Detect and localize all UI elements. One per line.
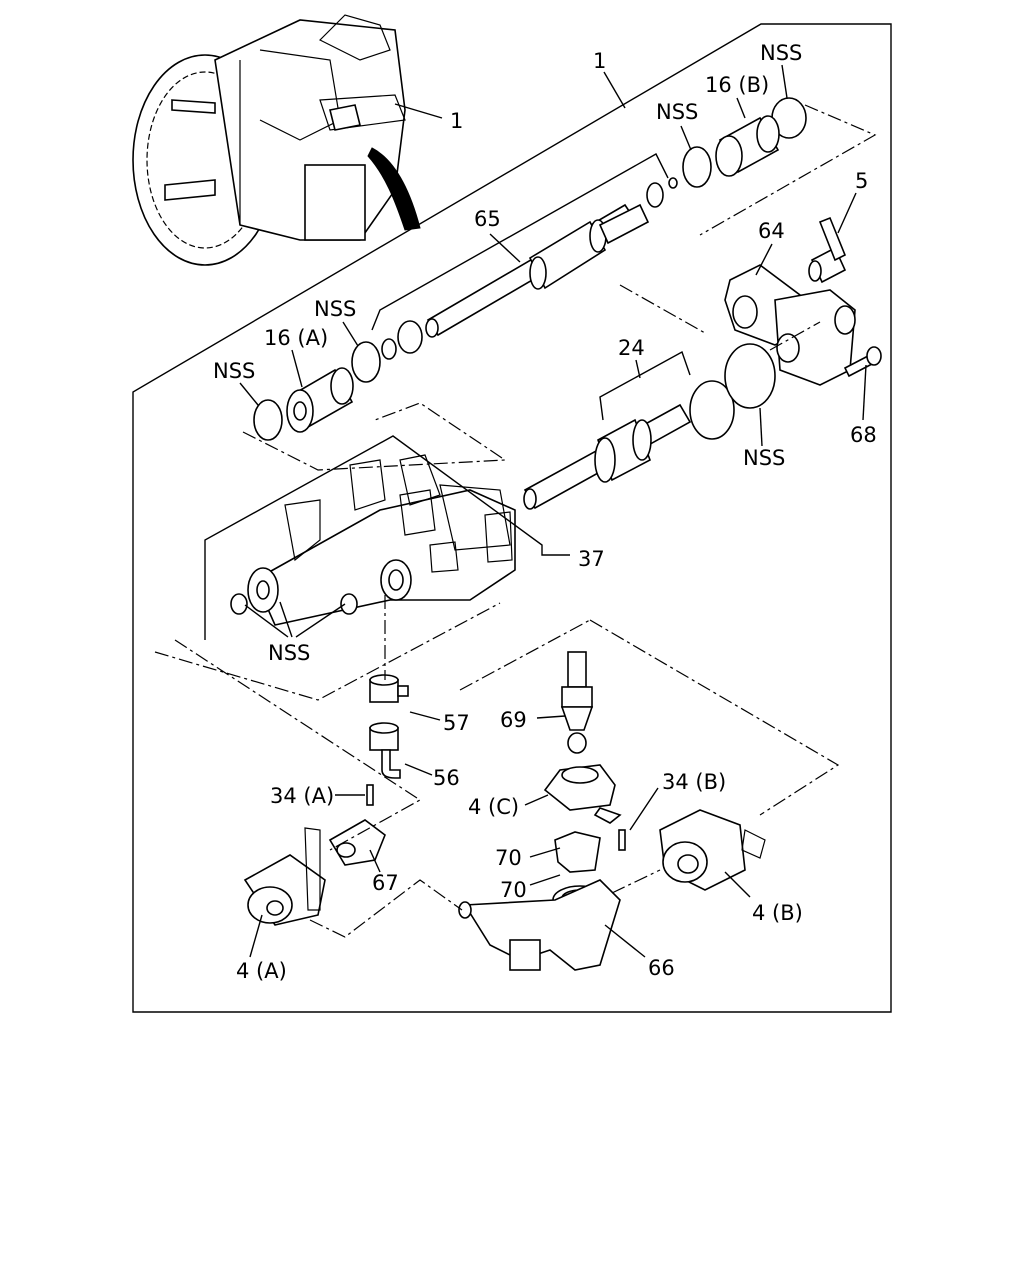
pin-34b (618, 829, 626, 851)
leader-nss-far-left (239, 382, 259, 406)
callout-16b: 16 (B) (705, 73, 769, 97)
leader-56 (404, 763, 433, 776)
leader-1-top (603, 71, 626, 109)
cap-4c (543, 764, 622, 824)
washer-left (381, 338, 397, 360)
callout-nss-far-left: NSS (213, 359, 255, 383)
guide-line-right (589, 619, 840, 816)
o-ring-right-mid (724, 343, 776, 409)
shift-lever-66 (458, 879, 621, 971)
pin-34a (366, 784, 374, 806)
callout-nss-housing: NSS (268, 641, 310, 665)
leader-24 (635, 359, 641, 379)
sleeve-16a (286, 367, 354, 433)
bracket-nss-16a-65 (371, 153, 669, 331)
callout-4c: 4 (C) (468, 795, 519, 819)
leader-67 (369, 849, 381, 873)
diagram-frame (132, 23, 892, 1013)
transmission-assembly-sketch (132, 14, 443, 266)
tiny-washer (668, 177, 678, 189)
o-ring-housing-mid (340, 593, 358, 615)
cover-64 (724, 264, 856, 386)
leader-16a (291, 349, 303, 388)
housing-37 (247, 454, 516, 626)
callout-16a: 16 (A) (264, 326, 328, 350)
callout-nss-left-upper: NSS (314, 297, 356, 321)
guide-line-bottom-a (309, 879, 463, 938)
callout-nss-right-mid: NSS (743, 446, 785, 470)
leader-64 (755, 243, 773, 276)
o-ring-housing-left (230, 593, 248, 615)
shaft-assembly-65 (425, 203, 650, 338)
o-ring-mid-top (682, 146, 712, 188)
leader-69 (536, 715, 566, 719)
elbow-fitting-5 (808, 216, 847, 284)
callout-64: 64 (758, 219, 785, 243)
callout-70-lower: 70 (500, 878, 527, 902)
o-ring-24 (689, 380, 735, 440)
callout-1-engine: 1 (450, 109, 463, 133)
leader-nss-right-mid (759, 407, 763, 447)
callout-57: 57 (443, 711, 470, 735)
callout-34a: 34 (A) (270, 784, 334, 808)
actuator-4b (659, 809, 766, 891)
actuator-4a (243, 827, 326, 926)
callout-66: 66 (648, 956, 675, 980)
bracket-24 (599, 350, 691, 421)
coupler-67 (328, 819, 386, 866)
guide-line-cover (619, 284, 706, 334)
leader-nss-mid-top (680, 125, 692, 151)
stud-69 (560, 651, 594, 754)
leader-34b (629, 787, 659, 831)
callout-69: 69 (500, 708, 527, 732)
engine-indicator-arrow (367, 147, 421, 231)
guide-line-cover-axis (769, 321, 821, 351)
callout-nss-mid-top: NSS (656, 100, 698, 124)
leader-57 (409, 711, 441, 721)
callout-37: 37 (578, 547, 605, 571)
guide-line-left (242, 402, 507, 471)
leader-5 (837, 192, 857, 234)
leader-nss-housing (244, 601, 346, 638)
clip-70-upper (554, 831, 601, 873)
callout-56: 56 (433, 766, 460, 790)
callout-24: 24 (618, 336, 645, 360)
leader-4c (524, 794, 549, 806)
bracket-37 (204, 435, 570, 640)
bolt-68 (843, 346, 882, 378)
leader-nss-top-right (781, 64, 788, 99)
part-56 (369, 722, 401, 779)
callout-65: 65 (474, 207, 501, 231)
callout-70-upper: 70 (495, 846, 522, 870)
leader-4a (249, 914, 263, 958)
callout-1-top: 1 (593, 49, 606, 73)
callout-5: 5 (855, 169, 868, 193)
guide-line-lower (174, 639, 422, 851)
leader-65 (489, 233, 521, 263)
leader-4b (724, 871, 751, 898)
guide-line-bottom-b (611, 869, 661, 894)
callout-67: 67 (372, 871, 399, 895)
o-ring-far-left (253, 399, 283, 441)
guide-line-housing (154, 602, 501, 701)
callout-4b: 4 (B) (752, 901, 803, 925)
guide-line-top (699, 104, 877, 236)
callout-4a: 4 (A) (236, 959, 287, 983)
leader-16b (736, 97, 746, 119)
leader-68 (862, 364, 867, 421)
leader-70-upper (529, 847, 561, 858)
seal-left (397, 320, 423, 354)
leader-66 (604, 924, 646, 958)
callout-68: 68 (850, 423, 877, 447)
callout-nss-top-right: NSS (760, 41, 802, 65)
callout-34b: 34 (B) (662, 770, 726, 794)
sleeve-16b (715, 115, 780, 177)
o-ring-left-upper (351, 341, 381, 383)
leader-70-lower (529, 874, 561, 886)
small-washer (646, 182, 664, 208)
leader-nss-left-upper (342, 321, 359, 347)
shaft-24 (523, 403, 692, 510)
part-57 (369, 674, 409, 703)
